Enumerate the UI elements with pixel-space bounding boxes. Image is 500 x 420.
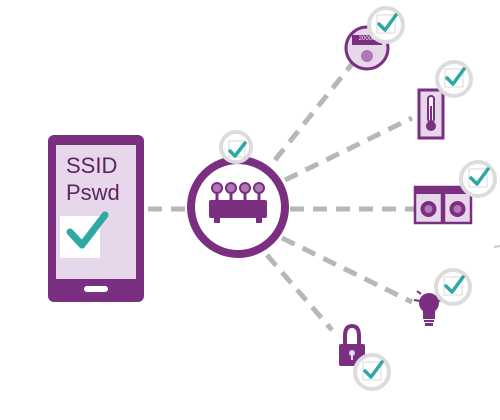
phone-check-icon bbox=[66, 211, 109, 249]
smart-meter-check-icon bbox=[367, 6, 405, 44]
router-hub bbox=[187, 156, 289, 258]
router-check-icon bbox=[219, 130, 253, 164]
link-router-lock bbox=[265, 253, 334, 332]
edge-dash bbox=[493, 245, 500, 248]
link-router-bulb bbox=[280, 235, 414, 305]
phone-home-button bbox=[84, 286, 108, 292]
padlock-check-icon bbox=[353, 353, 391, 391]
washer-dryer-check-icon bbox=[459, 160, 497, 198]
link-router-meter bbox=[273, 62, 354, 162]
router-icon bbox=[209, 182, 267, 223]
phone-password-label: Pswd bbox=[66, 180, 120, 205]
connection-lines bbox=[148, 62, 414, 332]
smart-meter-reading: 20000 bbox=[358, 36, 376, 42]
phone-ssid-label: SSID bbox=[66, 153, 118, 178]
washer-dryer-icon bbox=[413, 185, 473, 225]
thermometer-icon bbox=[417, 88, 445, 140]
phone-check-box bbox=[60, 216, 100, 258]
light-bulb-check-icon bbox=[434, 268, 472, 306]
link-router-thermostat bbox=[283, 115, 414, 183]
thermometer-check-icon bbox=[435, 60, 473, 98]
smartphone bbox=[48, 135, 144, 302]
